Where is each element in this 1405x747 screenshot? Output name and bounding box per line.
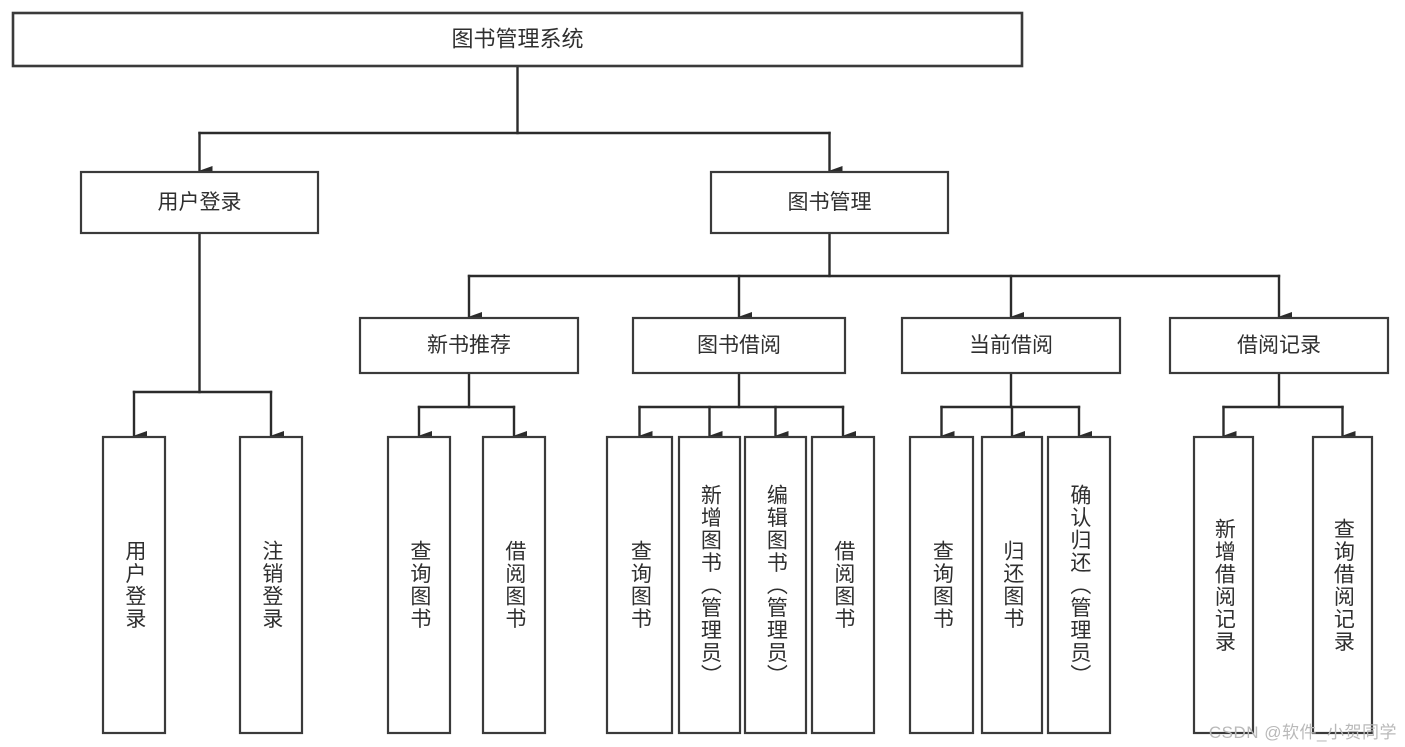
node-leaf-box-3[interactable] [481, 435, 547, 735]
node-level1-label-0: 用户登录 [158, 191, 242, 214]
node-leaf-box-5[interactable] [677, 435, 742, 735]
node-leaf-box-7[interactable] [810, 435, 876, 735]
node-level2-box-0[interactable] [358, 316, 580, 375]
node-level2-label-2: 当前借阅 [969, 334, 1053, 357]
node-level2-label-0: 新书推荐 [427, 334, 511, 357]
node-leaf-box-9[interactable] [980, 435, 1044, 735]
node-leaf-box-1[interactable] [238, 435, 304, 735]
node-level2-box-3[interactable] [1168, 316, 1390, 375]
node-leaf-box-11[interactable] [1192, 435, 1255, 735]
node-level2-box-2[interactable] [900, 316, 1122, 375]
node-level2-label-3: 借阅记录 [1237, 334, 1321, 357]
node-level1-box-0[interactable] [79, 170, 320, 235]
node-root-label: 图书管理系统 [451, 26, 583, 51]
node-leaf-box-8[interactable] [908, 435, 975, 735]
edges-layer [132, 64, 1356, 441]
node-level2-label-1: 图书借阅 [697, 334, 781, 357]
node-leaf-box-4[interactable] [605, 435, 674, 735]
node-level1-label-1: 图书管理 [788, 191, 872, 214]
node-leaf-box-10[interactable] [1046, 435, 1112, 735]
node-root-box[interactable] [11, 11, 1024, 68]
node-leaf-box-6[interactable] [743, 435, 808, 735]
node-level1-box-1[interactable] [709, 170, 950, 235]
node-leaf-box-12[interactable] [1311, 435, 1374, 735]
node-level2-box-1[interactable] [631, 316, 847, 375]
node-leaf-box-0[interactable] [101, 435, 167, 735]
node-leaf-box-2[interactable] [386, 435, 452, 735]
watermark: CSDN @软件_小贺同学 [1208, 723, 1397, 742]
